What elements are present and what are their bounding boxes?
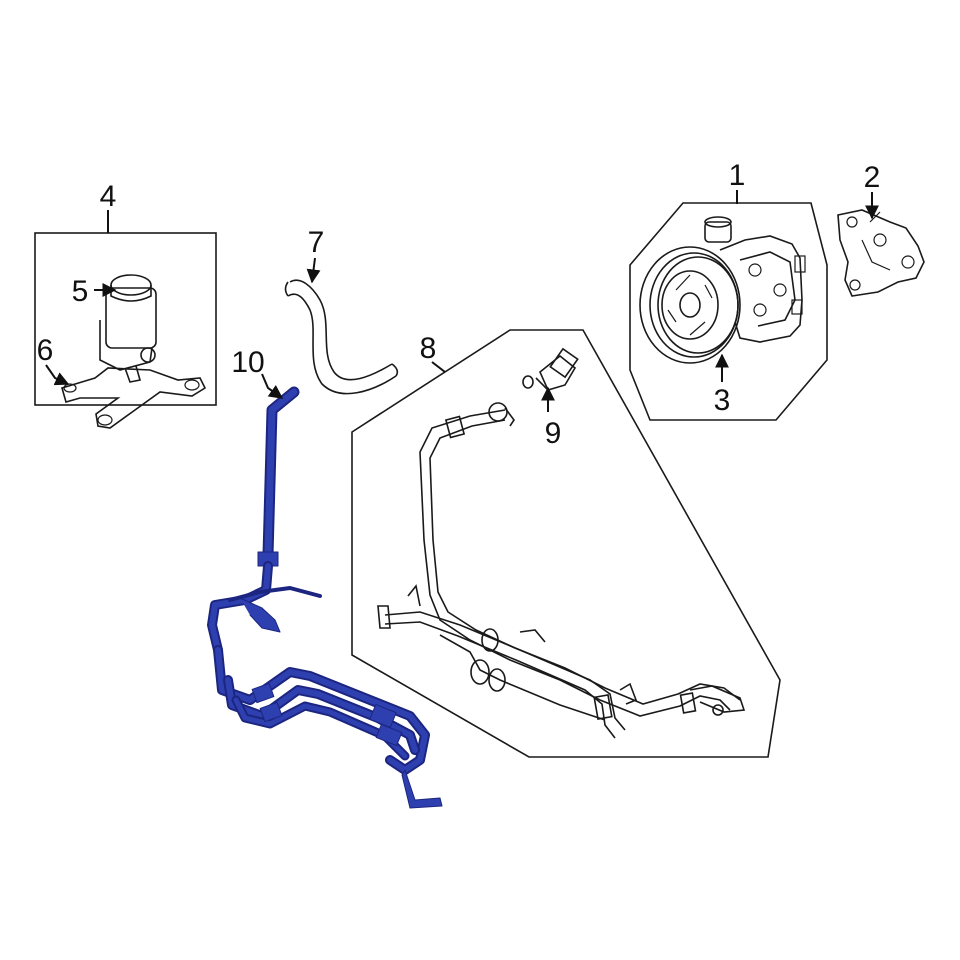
pump-port: [794, 255, 806, 273]
pump-bolt: [753, 303, 767, 317]
reservoir-outlet: [140, 347, 156, 363]
pump-group-box: [629, 202, 828, 421]
fitting-oring: [522, 375, 534, 389]
hose-end-bracket: [377, 605, 391, 629]
pump-pulley: [639, 246, 741, 364]
pressure-hose-group-box: [351, 329, 781, 758]
leader-7: [306, 257, 321, 284]
callout-3: 3: [714, 384, 731, 417]
callout-numbers: 1 2 3 4 5 6 7 8 9 10: [37, 159, 881, 450]
pump-group: [629, 202, 828, 421]
bracket-hole: [846, 216, 858, 228]
leader-10: [261, 373, 284, 399]
reservoir-group: [34, 232, 217, 429]
bracket-hole: [901, 255, 915, 269]
hose-coupling: [488, 668, 506, 692]
pump-bolt: [773, 283, 787, 297]
union-fitting: [522, 347, 579, 391]
cooler-fin: [251, 682, 275, 704]
cooler-mount-tab: [401, 769, 443, 809]
cooler-fin: [375, 723, 403, 747]
callout-9: 9: [545, 417, 562, 450]
bracket-bolt: [63, 383, 77, 393]
pump-port: [791, 299, 803, 315]
callout-4: 4: [100, 180, 117, 213]
callout-5: 5: [72, 275, 89, 308]
fitting-hex: [549, 347, 579, 379]
callout-8: 8: [420, 332, 437, 365]
hose-7: [284, 279, 399, 395]
cooler-fin: [259, 701, 283, 723]
bracket-hole: [184, 379, 200, 391]
leader-8: [431, 361, 446, 373]
cooler-pipe-assembly: [207, 386, 443, 809]
pump-inlet: [704, 221, 732, 243]
pipe-bracket: [239, 597, 281, 633]
hose-clamp: [619, 682, 638, 705]
reservoir-bracket: [61, 367, 207, 429]
bracket-hole: [873, 233, 887, 247]
bracket-hole: [849, 279, 861, 291]
hose-crimp: [444, 415, 466, 439]
callout-1: 1: [729, 159, 746, 192]
hose-crimp: [679, 692, 697, 714]
reservoir-base: [99, 320, 153, 371]
hose-coupling: [470, 659, 490, 685]
reservoir-group-box: [34, 232, 217, 406]
reservoir-body: [105, 287, 157, 349]
reservoir-cap: [110, 274, 152, 296]
hose-end: [391, 363, 399, 377]
callout-10: 10: [231, 346, 264, 379]
cooler-fin: [369, 703, 397, 729]
callout-7: 7: [308, 226, 325, 259]
hose-crimp: [593, 694, 613, 720]
callout-leaders: [45, 190, 879, 412]
pulley-hub: [661, 270, 719, 340]
reservoir-port: [124, 365, 142, 383]
hose-coupling: [481, 628, 499, 652]
pressure-hose-group: [351, 329, 781, 758]
hose-end-fitting: [712, 704, 724, 716]
callout-6: 6: [37, 334, 54, 367]
leader-6: [45, 364, 70, 386]
pump-bracket: [837, 209, 925, 297]
callout-2: 2: [864, 161, 881, 194]
bracket-hole: [97, 414, 113, 426]
pulley-center: [679, 292, 701, 318]
hose-end: [284, 281, 289, 297]
pump-bolt: [748, 263, 762, 277]
